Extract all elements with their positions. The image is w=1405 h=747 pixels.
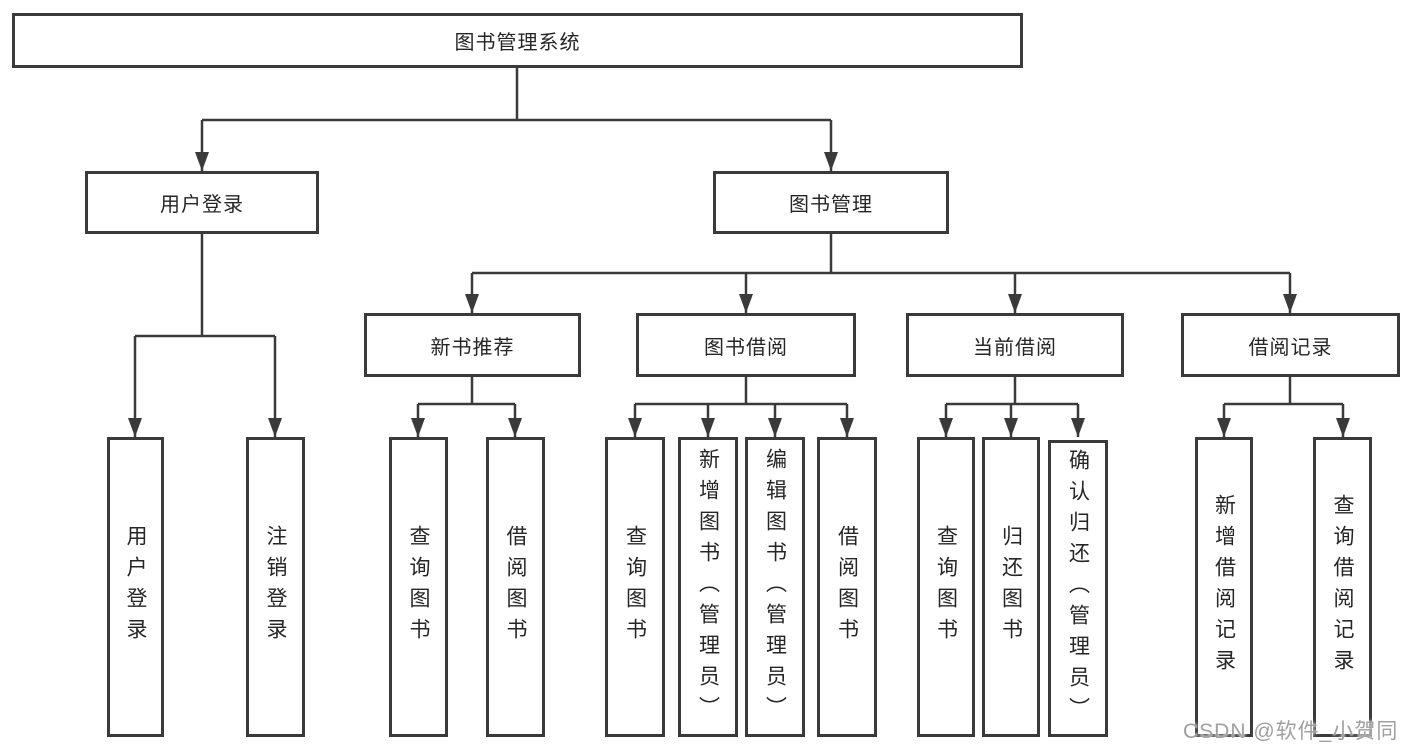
node-label: 新书推荐	[430, 336, 515, 359]
leaf-query-books: 查询图书	[389, 437, 448, 737]
node-borrow-records: 借阅记录	[1181, 313, 1400, 377]
leaf-label: 借阅图书	[835, 525, 859, 649]
node-label: 用户登录	[160, 194, 244, 216]
node-new-book-recommend: 新书推荐	[364, 313, 581, 377]
leaf-label: 确认归还（管理员）	[1066, 449, 1090, 728]
leaf-query-books: 查询图书	[917, 437, 975, 737]
node-label: 图书借阅	[704, 336, 788, 359]
leaf-label: 新增借阅记录	[1212, 494, 1236, 680]
leaf-confirm-return-admin: 确认归还（管理员）	[1048, 440, 1108, 737]
node-label: 图书管理	[789, 194, 873, 216]
leaf-borrow-books: 借阅图书	[817, 437, 877, 737]
leaf-query-borrow-record: 查询借阅记录	[1313, 437, 1372, 737]
leaf-label: 注销登录	[264, 525, 287, 649]
leaf-label: 用户登录	[124, 525, 147, 649]
leaf-label: 查询借阅记录	[1331, 494, 1354, 680]
leaf-user-login: 用户登录	[107, 437, 164, 737]
leaf-label: 查询图书	[934, 525, 958, 649]
node-book-management: 图书管理	[713, 171, 949, 234]
node-book-borrow: 图书借阅	[636, 313, 856, 377]
csdn-watermark: CSDN @软件_小贺同学	[1183, 720, 1399, 743]
node-current-borrow: 当前借阅	[906, 313, 1124, 377]
leaf-label: 编辑图书（管理员）	[763, 447, 787, 727]
leaf-label: 归还图书	[999, 525, 1023, 649]
node-label: 当前借阅	[973, 336, 1057, 359]
node-label: 借阅记录	[1248, 336, 1333, 359]
leaf-logout: 注销登录	[246, 437, 305, 737]
leaf-add-borrow-record: 新增借阅记录	[1195, 437, 1253, 737]
node-user-login: 用户登录	[85, 171, 319, 234]
leaf-label: 查询图书	[623, 525, 647, 649]
node-library-management-system: 图书管理系统	[12, 13, 1023, 68]
leaf-borrow-books: 借阅图书	[486, 437, 545, 737]
leaf-label: 新增图书（管理员）	[696, 447, 720, 727]
leaf-label: 查询图书	[407, 525, 430, 649]
leaf-add-book-admin: 新增图书（管理员）	[678, 437, 738, 737]
leaf-label: 借阅图书	[504, 525, 527, 649]
leaf-return-book: 归还图书	[982, 437, 1040, 737]
leaf-edit-book-admin: 编辑图书（管理员）	[745, 437, 805, 737]
leaf-query-books: 查询图书	[605, 437, 665, 737]
node-label: 图书管理系统	[454, 32, 581, 54]
